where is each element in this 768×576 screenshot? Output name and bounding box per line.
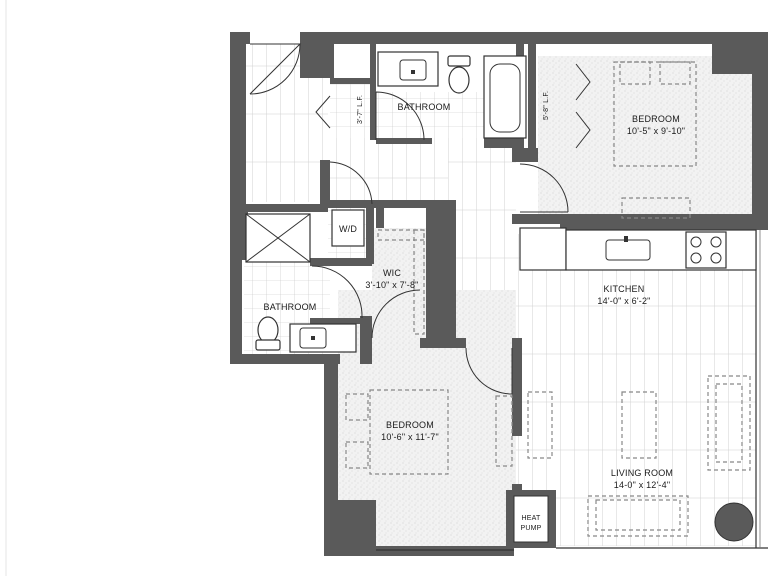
dining-chair-left bbox=[527, 391, 553, 459]
closet-top-bifold bbox=[315, 95, 331, 129]
bedroom-bottom-bed bbox=[369, 389, 449, 475]
sink-icon bbox=[399, 59, 427, 81]
heat-pump-box bbox=[513, 495, 549, 543]
wd-label: W/D bbox=[339, 224, 357, 234]
heat-pump-line1: HEAT bbox=[522, 515, 541, 522]
bedroom-top-bifold bbox=[575, 63, 591, 149]
bedroom-top-lf-label: 5'-8" L.F. bbox=[543, 91, 550, 120]
kitchen-name: KITCHEN bbox=[604, 284, 645, 294]
closet-top-floor bbox=[330, 78, 376, 138]
sofa bbox=[587, 495, 689, 537]
bath-left-door bbox=[311, 265, 363, 319]
living-room-dims: 14-0" x 12'-4" bbox=[614, 480, 670, 490]
bathtub-icon bbox=[483, 55, 527, 139]
toilet-icon bbox=[447, 55, 471, 94]
wd-door-swing bbox=[329, 161, 373, 205]
wic-door-swing bbox=[371, 289, 421, 339]
bedroom-bottom-dresser bbox=[495, 395, 513, 467]
sink-icon bbox=[605, 236, 651, 261]
kitchen-dims: 14'-0" x 6'-2" bbox=[597, 296, 650, 306]
bath-top-vanity bbox=[377, 51, 439, 87]
stove-icon bbox=[685, 231, 727, 269]
wd-unit bbox=[331, 209, 365, 247]
bathroom-top-label: BATHROOM bbox=[398, 102, 451, 112]
bedroom-top-door bbox=[519, 163, 569, 213]
bedroom-bottom-name: BEDROOM bbox=[386, 420, 434, 430]
wic-dims: 3'-10" x 7'-8" bbox=[365, 280, 418, 290]
sink-icon bbox=[299, 327, 327, 349]
door-swing-icon bbox=[375, 91, 425, 141]
bedroom-top-dresser bbox=[621, 197, 691, 219]
kitchen-counter bbox=[565, 229, 757, 271]
bathroom-left-label: BATHROOM bbox=[264, 302, 317, 312]
bath-top-floor bbox=[376, 92, 484, 138]
shower-icon bbox=[245, 213, 311, 263]
fridge bbox=[519, 227, 567, 271]
toilet-icon bbox=[255, 316, 281, 351]
bedroom-bottom-dims: 10'-6" x 11'-7" bbox=[381, 432, 439, 442]
bedroom-top-name: BEDROOM bbox=[632, 114, 680, 124]
wic-name: WIC bbox=[383, 268, 401, 278]
armchair-right bbox=[707, 375, 751, 471]
heat-pump-line2: PUMP bbox=[520, 525, 541, 532]
living-room-name: LIVING ROOM bbox=[611, 468, 673, 478]
bedroom-top-bed bbox=[613, 61, 697, 167]
entry-door-swing bbox=[249, 43, 302, 95]
column-icon bbox=[714, 502, 754, 542]
bedroom-top-carpet bbox=[538, 56, 754, 222]
bedroom-top-dims: 10'-5" x 9'-10" bbox=[627, 126, 685, 136]
dining-table bbox=[621, 391, 657, 459]
closet-top-lf-label: 3'-7" L.F. bbox=[357, 95, 364, 124]
bedroom-bottom-door bbox=[465, 347, 513, 395]
